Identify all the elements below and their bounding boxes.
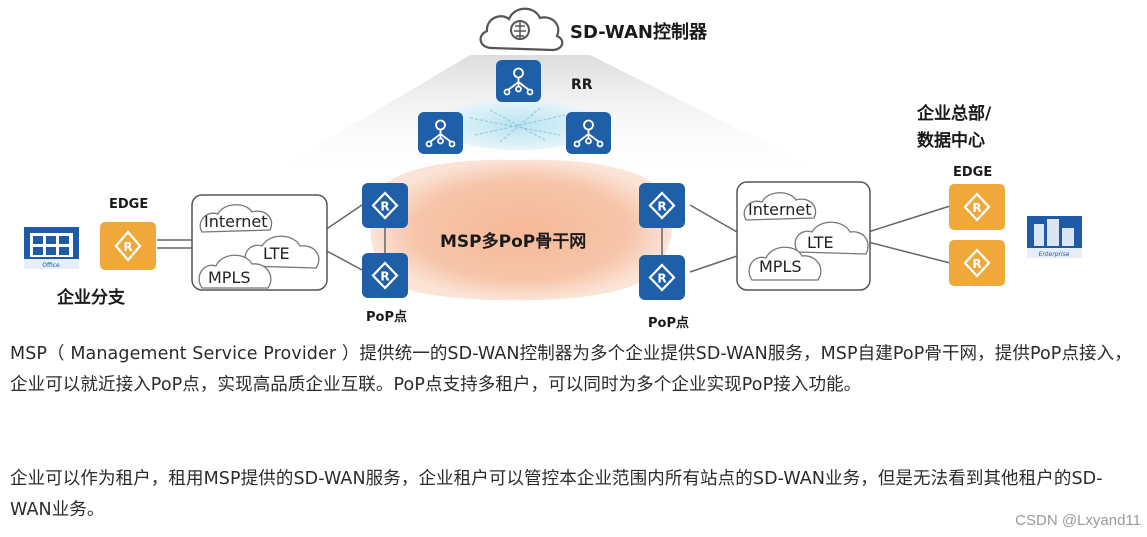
description-paragraph-1: MSP（ Management Service Provider ）提供统一的S…	[10, 344, 1132, 395]
right-edge-label: EDGE	[953, 165, 992, 180]
backbone-cloud	[370, 159, 673, 301]
hq-label-line1: 企业总部/	[916, 103, 992, 124]
csdn-watermark: CSDN @Lxyand11	[1015, 512, 1141, 529]
svg-text:R: R	[380, 270, 389, 284]
rr-router-icon	[496, 60, 541, 102]
edge-router-icon: R	[100, 222, 156, 270]
svg-text:Enterprise: Enterprise	[1039, 251, 1070, 258]
left-lte-label: LTE	[263, 244, 290, 263]
backbone-label: MSP多PoP骨干网	[440, 231, 586, 252]
description-paragraph-2: 企业可以作为租户，租用MSP提供的SD-WAN服务，企业租户可以管控本企业范围内…	[10, 469, 1103, 520]
right-lte-label: LTE	[807, 233, 834, 252]
branch-label: 企业分支	[56, 287, 126, 308]
edge-router-icon: R	[949, 184, 1005, 230]
sdwan-architecture-diagram: SD-WAN控制器 RR MSP多PoP骨干网	[24, 7, 1082, 330]
hq-label-line2: 数据中心	[917, 130, 985, 151]
right-internet-label: Internet	[748, 200, 812, 219]
cloud-brain-icon	[479, 7, 564, 52]
svg-text:R: R	[972, 257, 981, 271]
rr-router-icon	[418, 112, 463, 154]
edge-router-icon: R	[949, 240, 1005, 286]
rr-router-icon	[566, 112, 611, 154]
svg-text:R: R	[657, 272, 666, 286]
svg-text:Office: Office	[42, 262, 60, 269]
svg-text:R: R	[123, 240, 132, 254]
left-edge-label: EDGE	[109, 197, 148, 212]
rr-label: RR	[571, 77, 593, 93]
right-mpls-label: MPLS	[759, 257, 802, 276]
controller-label: SD-WAN控制器	[570, 21, 708, 43]
pop-router-icon: R	[362, 183, 408, 228]
svg-text:R: R	[972, 201, 981, 215]
svg-text:R: R	[657, 200, 666, 214]
enterprise-building-icon: Enterprise	[1027, 216, 1082, 258]
pop-router-icon: R	[639, 255, 685, 300]
office-building-icon: Office	[24, 227, 79, 269]
pop-label-right: PoP点	[648, 315, 689, 330]
pop-label-left: PoP点	[366, 309, 407, 325]
pop-router-icon: R	[639, 183, 685, 228]
svg-text:R: R	[380, 200, 389, 214]
left-internet-label: Internet	[204, 212, 268, 231]
left-mpls-label: MPLS	[208, 268, 251, 287]
pop-router-icon: R	[362, 253, 408, 298]
